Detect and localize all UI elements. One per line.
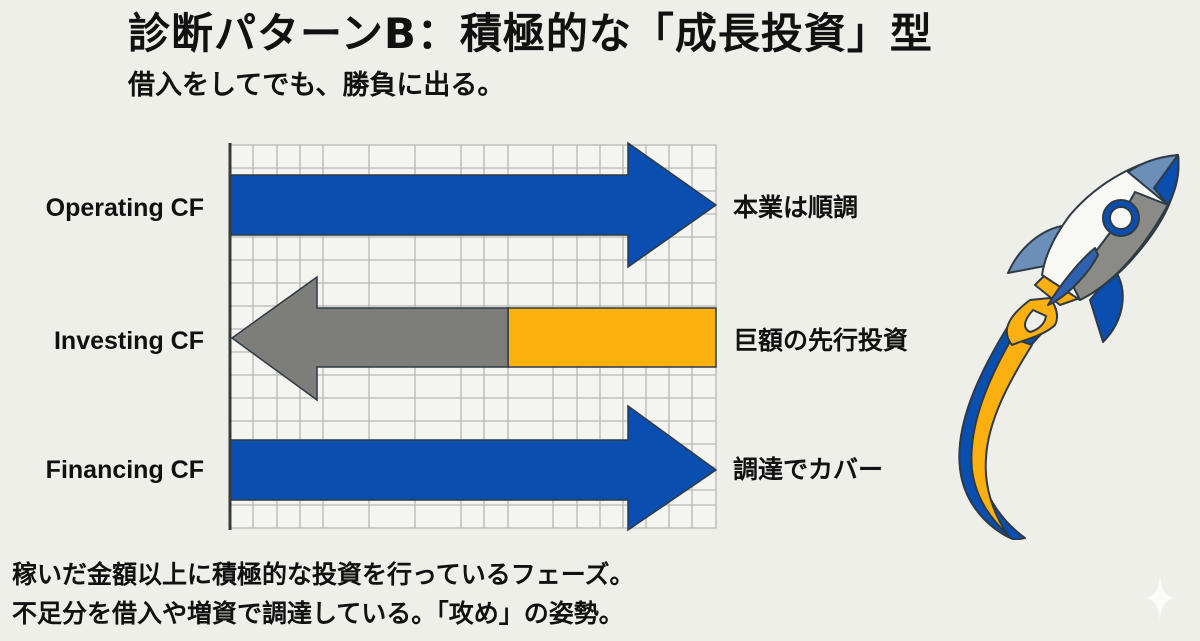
page-subtitle: 借入をしてでも、勝負に出る。 <box>128 70 505 101</box>
operating-cf-arrow <box>229 141 718 269</box>
note-financing: 調達でカバー <box>733 455 884 484</box>
footer-line-2: 不足分を借入や増資で調達している。「攻め」の姿勢。 <box>12 599 624 628</box>
investing-cf-arrow <box>230 275 509 402</box>
footer-line-1: 稼いだ金額以上に積極的な投資を行っているフェーズ。 <box>12 560 635 589</box>
investing-cf-highlight-bar <box>507 307 717 368</box>
financing-cf-arrow <box>229 404 718 532</box>
row-label-operating: Operating CF <box>45 194 204 222</box>
note-operating: 本業は順調 <box>733 193 859 222</box>
sparkle-icon <box>1145 576 1175 620</box>
rocket-icon <box>958 154 1180 540</box>
note-investing: 巨額の先行投資 <box>733 326 909 355</box>
row-label-financing: Financing CF <box>45 456 204 484</box>
page-title: 診断パターンB：積極的な「成長投資」型 <box>128 9 933 58</box>
row-label-investing: Investing CF <box>53 327 204 355</box>
